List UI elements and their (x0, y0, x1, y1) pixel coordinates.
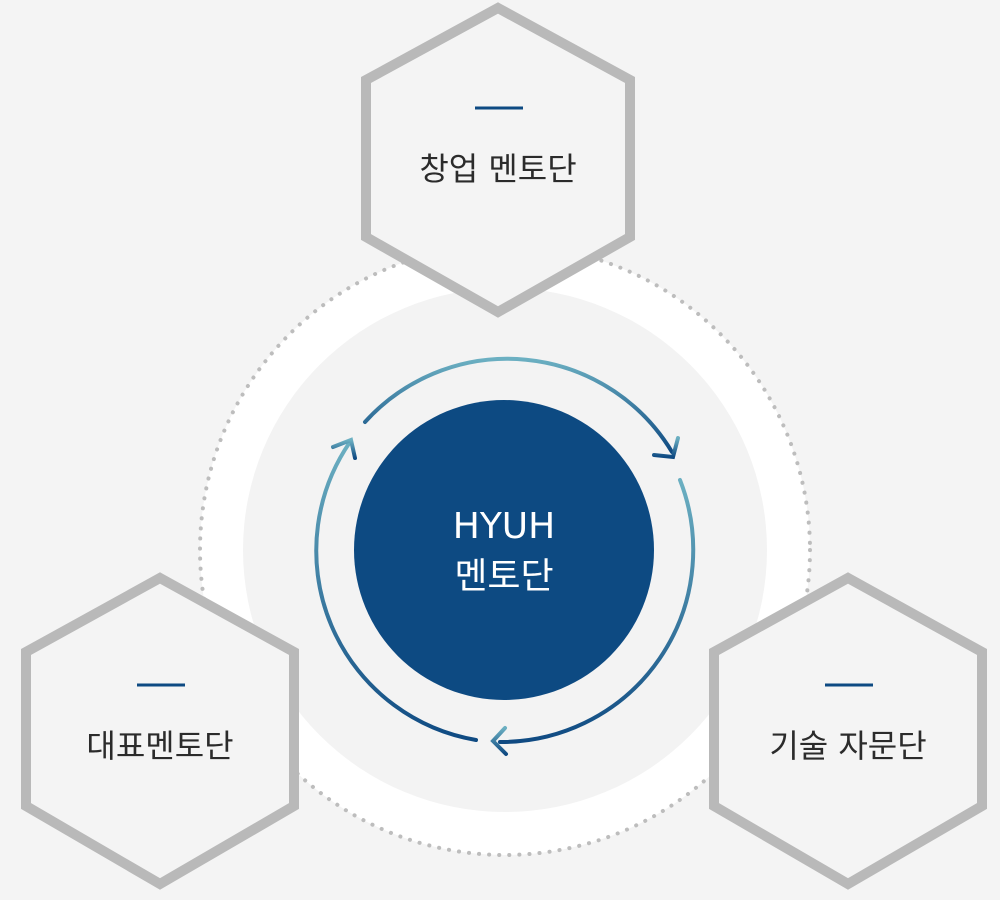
hex-right-shape (709, 572, 987, 890)
hex-top: 창업 멘토단 (361, 2, 635, 318)
center-title-line2: 멘토단 (454, 556, 553, 597)
hex-top-shape (361, 2, 635, 318)
hex-right: 기술 자문단 (709, 572, 987, 890)
arrow-head-bottom (490, 726, 508, 756)
center-title-line1: HYUH (453, 506, 555, 547)
hex-right-label: 기술 자문단 (769, 727, 926, 765)
hex-top-label: 창업 멘토단 (419, 150, 576, 188)
arrow-arc-right (498, 478, 696, 745)
dotted-ring (198, 243, 812, 857)
hex-left-shape (21, 572, 299, 890)
hex-left-label: 대표멘토단 (86, 727, 233, 765)
arrow-head-top-right (652, 436, 680, 460)
arrow-arc-left (314, 440, 478, 742)
center-circle (354, 400, 654, 700)
arrow-arc-top (363, 356, 674, 454)
hex-left: 대표멘토단 (21, 572, 299, 890)
cycle-arrows (314, 356, 696, 756)
arrow-head-left-top (331, 437, 357, 460)
